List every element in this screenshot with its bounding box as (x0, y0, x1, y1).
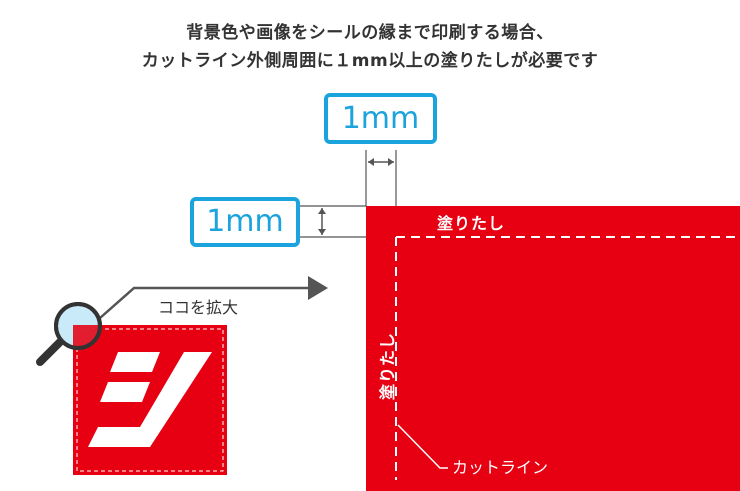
zoom-arrowhead (308, 276, 328, 300)
heading-line-2: カットライン外側周囲に１mm以上の塗りたしが必要です (141, 51, 599, 71)
magnifier-ring (54, 302, 102, 350)
cut-line-label: カットライン (452, 458, 549, 477)
heading-line-1: 背景色や画像をシールの縁まで印刷する場合、 (186, 23, 554, 43)
magnifier-handle (36, 338, 64, 366)
logo-stroke-1 (110, 352, 160, 372)
cut-line-pointer (397, 424, 448, 469)
sticker-preview (73, 325, 227, 475)
card-cut-line (76, 328, 224, 472)
zoom-arrow-line (99, 286, 310, 319)
left-arrowhead-top (318, 208, 326, 214)
top-arrowhead-right (388, 158, 394, 166)
logo-stroke-2 (100, 382, 150, 402)
bleed-area-enlarged (366, 206, 740, 491)
measure-label-left: 1mm (190, 197, 300, 247)
bleed-label-side: 塗りたし (378, 331, 397, 400)
zoom-label: ココを拡大 (158, 298, 239, 317)
top-arrowhead-left (368, 158, 374, 166)
left-arrowhead-bottom (318, 229, 326, 235)
bleed-label-top: 塗りたし (437, 214, 506, 233)
measure-label-top: 1mm (324, 93, 437, 144)
logo-stroke-3 (88, 352, 212, 447)
sticker-logo-shi (88, 352, 212, 447)
